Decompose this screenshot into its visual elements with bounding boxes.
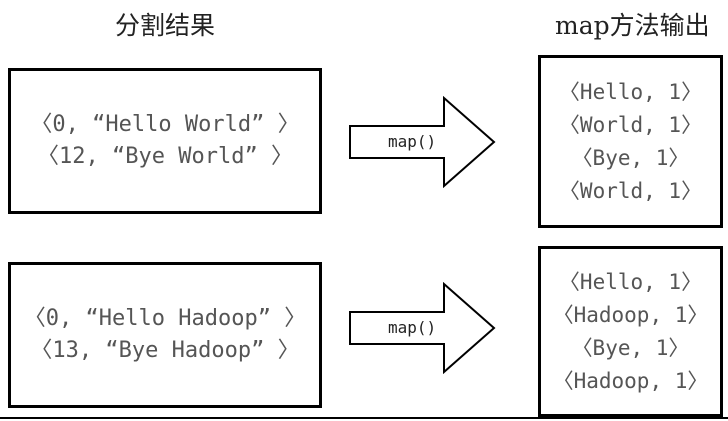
map-function-label: map() bbox=[388, 318, 437, 337]
split-result-heading: 分割结果 bbox=[115, 11, 216, 40]
output-pair: 〈World, 1〉 bbox=[558, 178, 703, 203]
input-pair: 〈0, “Hello World” 〉 bbox=[30, 112, 300, 137]
output-pair: 〈Hello, 1〉 bbox=[558, 79, 703, 104]
map-arrow-1 bbox=[349, 96, 496, 188]
map-output-heading: map方法输出 bbox=[555, 11, 710, 40]
map-arrow-2 bbox=[349, 282, 496, 374]
split-box-1: 〈0, “Hello World” 〉 〈12, “Bye World” 〉 bbox=[8, 68, 322, 214]
input-pair: 〈12, “Bye World” 〉 bbox=[37, 144, 293, 169]
output-pair: 〈Bye, 1〉 bbox=[571, 335, 690, 360]
map-function-label: map() bbox=[388, 132, 437, 151]
input-pair: 〈0, “Hello Hadoop” 〉 bbox=[23, 306, 307, 331]
output-pair: 〈Hello, 1〉 bbox=[558, 269, 703, 294]
output-pair: 〈Bye, 1〉 bbox=[571, 145, 690, 170]
input-pair: 〈13, “Bye Hadoop” 〉 bbox=[30, 338, 300, 363]
output-pair: 〈World, 1〉 bbox=[558, 112, 703, 137]
map-output-box-2: 〈Hello, 1〉 〈Hadoop, 1〉 〈Bye, 1〉 〈Hadoop,… bbox=[538, 246, 723, 417]
arrow-shape bbox=[349, 96, 496, 188]
split-box-2: 〈0, “Hello Hadoop” 〉 〈13, “Bye Hadoop” 〉 bbox=[8, 262, 322, 408]
map-output-box-1: 〈Hello, 1〉 〈World, 1〉 〈Bye, 1〉 〈World, 1… bbox=[538, 55, 723, 228]
bottom-divider bbox=[0, 417, 728, 419]
output-pair: 〈Hadoop, 1〉 bbox=[552, 368, 709, 393]
arrow-shape bbox=[349, 282, 496, 374]
output-pair: 〈Hadoop, 1〉 bbox=[552, 302, 709, 327]
